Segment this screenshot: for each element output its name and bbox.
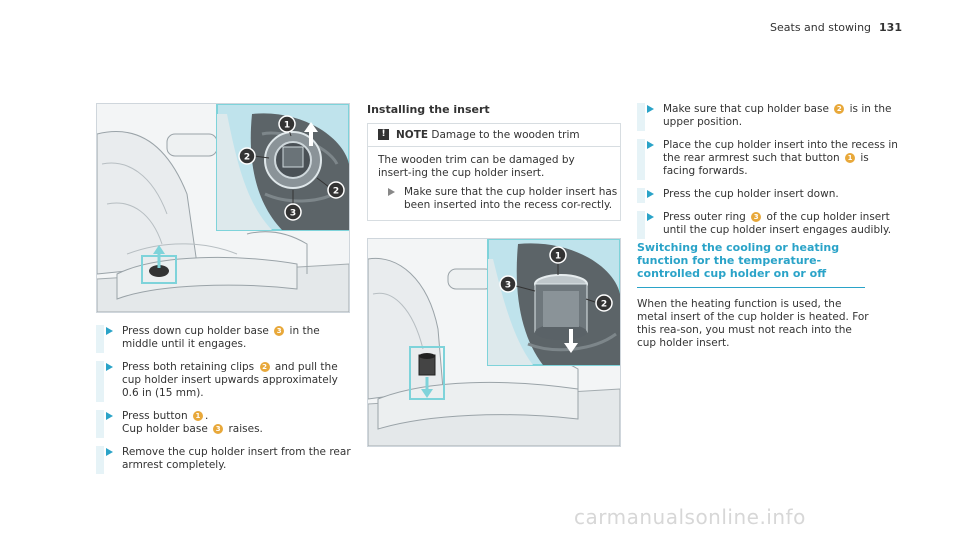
- callout-2-right: 2: [327, 181, 345, 199]
- step-text-part: Cup holder base: [122, 423, 212, 435]
- note-body: The wooden trim can be damaged by insert…: [378, 154, 575, 179]
- step-bar: [637, 188, 645, 203]
- note-step-text: Make sure that the cup holder insert has…: [404, 186, 618, 211]
- callout-1: 1: [549, 246, 567, 264]
- watermark-text: carmanualsonline.info: [574, 505, 806, 529]
- step-arrow-icon: [388, 188, 395, 196]
- page-number: 131: [879, 21, 902, 34]
- step-text: Make sure that cup holder base 2 is in t…: [663, 103, 899, 129]
- step-text-part: Press down cup holder base: [122, 325, 273, 337]
- figure-remove-insert-drawing: 1 2 2 3: [97, 104, 349, 312]
- switching-body: When the heating function is used, the m…: [637, 298, 869, 349]
- step-item: Press down cup holder base 3 in the midd…: [96, 325, 352, 353]
- figure-install-insert-drawing: 1 3 2: [368, 239, 620, 446]
- step-text-part: Make sure that cup holder base: [663, 103, 833, 115]
- step-arrow-icon: [106, 363, 113, 371]
- callout-badge: 3: [751, 212, 762, 222]
- svg-text:3: 3: [505, 281, 511, 291]
- callout-badge: 1: [845, 153, 855, 163]
- svg-text:2: 2: [601, 300, 607, 310]
- warning-icon: !: [378, 129, 389, 140]
- callout-2: 2: [595, 294, 613, 312]
- step-arrow-icon: [106, 327, 113, 335]
- switching-heading: Switching the cooling or heating functio…: [637, 241, 840, 280]
- step-text: Press both retaining clips 2 and pull th…: [122, 361, 352, 400]
- step-item: Press both retaining clips 2 and pull th…: [96, 361, 352, 402]
- step-text-part: is in the upper position.: [663, 103, 892, 128]
- note-title-text: Damage to the wooden trim: [431, 129, 580, 141]
- callout-badge: 3: [213, 424, 224, 434]
- step-bar: [637, 139, 645, 180]
- callout-badge: 3: [274, 326, 285, 336]
- step-bar: [96, 446, 104, 474]
- step-bar: [96, 361, 104, 402]
- step-text-part: Press the cup holder insert down.: [663, 188, 839, 200]
- step-text-part: Press button: [122, 410, 191, 422]
- step-text-part: Press both retaining clips: [122, 361, 258, 373]
- step-item: Make sure that cup holder base 2 is in t…: [637, 103, 899, 131]
- callout-2-left: 2: [238, 147, 256, 165]
- step-arrow-icon: [106, 412, 113, 420]
- note-header: ! NOTE Damage to the wooden trim: [368, 124, 620, 147]
- note-box: ! NOTE Damage to the wooden trim The woo…: [367, 123, 621, 221]
- step-text-part: .: [204, 410, 209, 422]
- removal-steps: Press down cup holder base 3 in the midd…: [96, 325, 352, 482]
- callout-3: 3: [284, 203, 302, 221]
- page-header: Seats and stowing 131: [770, 21, 902, 34]
- svg-text:3: 3: [290, 209, 296, 219]
- step-text: Press outer ring 3 of the cup holder ins…: [663, 211, 899, 237]
- note-label: NOTE: [396, 129, 429, 141]
- step-item: Remove the cup holder insert from the re…: [96, 446, 352, 474]
- heading-rule: [637, 287, 865, 288]
- step-arrow-icon: [647, 213, 654, 221]
- step-text-part: of the cup holder insert until the cup h…: [663, 211, 892, 236]
- step-bar: [637, 103, 645, 131]
- step-text: Press button 1.Cup holder base 3 raises.: [122, 410, 352, 436]
- svg-text:2: 2: [333, 187, 339, 197]
- callout-badge: 2: [259, 362, 270, 372]
- svg-text:1: 1: [284, 121, 290, 131]
- step-text: Remove the cup holder insert from the re…: [122, 446, 352, 472]
- step-arrow-icon: [106, 448, 113, 456]
- installing-heading: Installing the insert: [367, 103, 490, 116]
- note-step: Make sure that the cup holder insert has…: [378, 186, 636, 212]
- callout-1: 1: [278, 115, 296, 133]
- callout-badge: 1: [192, 411, 203, 421]
- step-text: Press down cup holder base 3 in the midd…: [122, 325, 352, 351]
- callout-3: 3: [499, 275, 517, 293]
- step-item: Press button 1.Cup holder base 3 raises.: [96, 410, 352, 438]
- callout-badge: 2: [834, 104, 845, 114]
- section-name: Seats and stowing: [770, 21, 872, 34]
- step-text-part: in the middle until it engages.: [122, 325, 320, 350]
- step-arrow-icon: [647, 190, 654, 198]
- step-item: Place the cup holder insert into the rec…: [637, 139, 899, 180]
- note-title: NOTE Damage to the wooden trim: [396, 129, 580, 141]
- step-text-part: Press outer ring: [663, 211, 750, 223]
- step-text-part: raises.: [225, 423, 263, 435]
- step-arrow-icon: [647, 141, 654, 149]
- step-bar: [96, 410, 104, 438]
- installation-steps: Make sure that cup holder base 2 is in t…: [637, 103, 899, 247]
- figure-install-insert: 1 3 2: [367, 238, 621, 447]
- step-text-part: and pull the cup holder insert upwards a…: [122, 361, 338, 399]
- step-item: Press the cup holder insert down.: [637, 188, 899, 203]
- step-text-part: is facing forwards.: [663, 152, 869, 177]
- step-text: Place the cup holder insert into the rec…: [663, 139, 899, 178]
- step-item: Press outer ring 3 of the cup holder ins…: [637, 211, 899, 239]
- step-arrow-icon: [647, 105, 654, 113]
- step-text-part: Place the cup holder insert into the rec…: [663, 139, 898, 164]
- svg-text:2: 2: [244, 153, 250, 163]
- step-bar: [637, 211, 645, 239]
- step-text: Press the cup holder insert down.: [663, 188, 899, 201]
- svg-text:1: 1: [555, 252, 561, 262]
- step-text-part: Remove the cup holder insert from the re…: [122, 446, 351, 471]
- step-bar: [96, 325, 104, 353]
- figure-remove-insert: 1 2 2 3: [96, 103, 350, 313]
